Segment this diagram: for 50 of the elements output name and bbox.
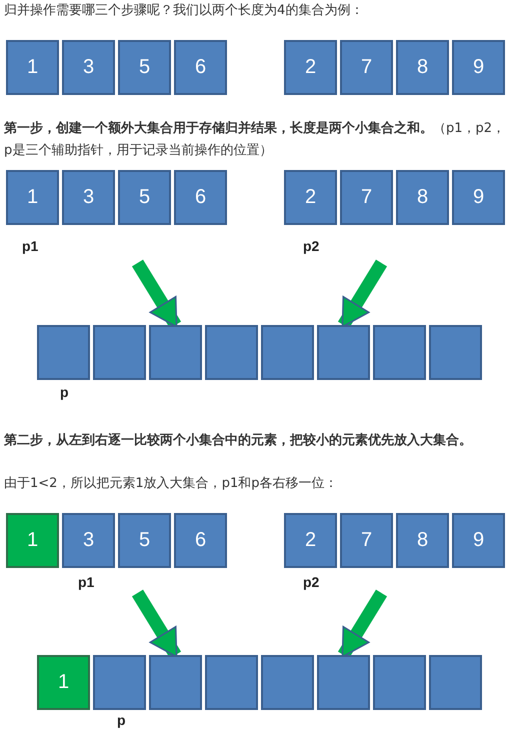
number-cell: 5: [118, 40, 171, 95]
empty-cell: [93, 325, 146, 380]
number-cell: 9: [452, 40, 505, 95]
number-cell: 2: [284, 513, 337, 568]
number-cell: 6: [174, 513, 227, 568]
number-cell: 3: [62, 40, 115, 95]
empty-cell: [93, 655, 146, 710]
number-cell: 6: [174, 40, 227, 95]
number-cell: 3: [62, 170, 115, 225]
number-cell: 5: [118, 170, 171, 225]
empty-cell: [373, 655, 426, 710]
step-text: 第二步，从左到右逐一比较两个小集合中的元素，把较小的元素优先放入大集合。: [4, 432, 473, 450]
empty-cell: [205, 325, 258, 380]
empty-cell: [261, 655, 314, 710]
number-cell: 6: [174, 170, 227, 225]
number-cell: 3: [62, 513, 115, 568]
empty-cell: [37, 325, 90, 380]
number-cell: 1: [6, 40, 59, 95]
number-cell: 9: [452, 170, 505, 225]
empty-cell: [149, 325, 202, 380]
empty-cell: [149, 655, 202, 710]
pointer-label: p1: [78, 574, 94, 590]
number-cell: 8: [396, 513, 449, 568]
empty-cell: [261, 325, 314, 380]
number-cell: 7: [340, 170, 393, 225]
pointer-label: p: [60, 384, 69, 400]
number-cell: 8: [396, 170, 449, 225]
number-cell: 7: [340, 513, 393, 568]
empty-cell: [205, 655, 258, 710]
empty-cell: [373, 325, 426, 380]
number-cell: 2: [284, 40, 337, 95]
pointer-label: p2: [303, 574, 320, 590]
number-cell: 7: [340, 40, 393, 95]
number-cell: 1: [37, 655, 90, 710]
empty-cell: [317, 325, 370, 380]
number-cell: 9: [452, 513, 505, 568]
pointer-label: p2: [303, 238, 320, 254]
number-cell: 8: [396, 40, 449, 95]
intro-text: 归并操作需要哪三个步骤呢？我们以两个长度为4的集合为例：: [4, 2, 364, 20]
number-cell: 5: [118, 513, 171, 568]
number-cell: 1: [6, 513, 59, 568]
explanation-text: 由于1<2，所以把元素1放入大集合，p1和p各右移一位：: [4, 475, 338, 493]
empty-cell: [429, 655, 482, 710]
empty-cell: [317, 655, 370, 710]
pointer-label: p: [117, 712, 126, 728]
step-text: 第一步，创建一个额外大集合用于存储归并结果，长度是两个小集合之和。（p1，p2，p是三个辅助指针，用于记录当前操作的位置）: [4, 120, 506, 160]
number-cell: 1: [6, 170, 59, 225]
number-cell: 2: [284, 170, 337, 225]
pointer-label: p1: [22, 238, 38, 254]
empty-cell: [429, 325, 482, 380]
